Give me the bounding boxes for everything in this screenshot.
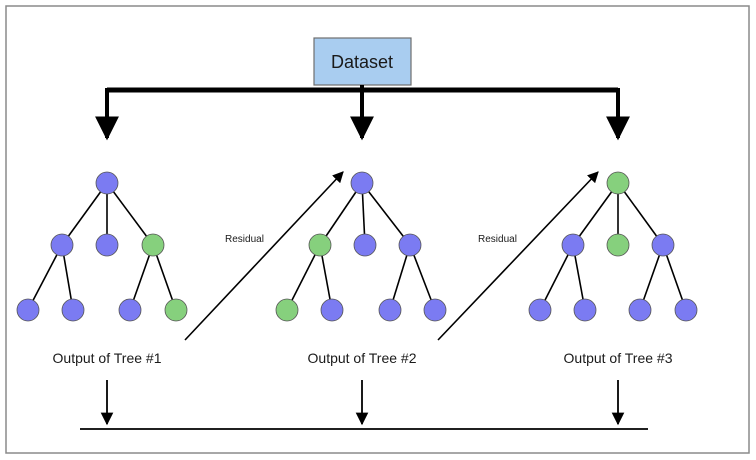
tree-3-node xyxy=(651,233,675,257)
residual-label-2: Residual xyxy=(478,234,517,245)
tree-3-output-label: Output of Tree #3 xyxy=(564,350,673,366)
tree-1-output-label: Output of Tree #1 xyxy=(53,350,162,366)
tree-3-leaf-node xyxy=(628,298,652,322)
tree-1-node xyxy=(95,233,119,257)
tree-2-leaf-node xyxy=(320,298,344,322)
tree-2: Output of Tree #2 xyxy=(275,171,447,366)
tree-2-leaf-node xyxy=(423,298,447,322)
tree-3-node xyxy=(561,233,585,257)
residual-arrow-2 xyxy=(437,171,599,341)
tree-1-node xyxy=(50,233,74,257)
tree-1-leaf-node xyxy=(16,298,40,322)
tree-3: Output of Tree #3 xyxy=(528,171,698,366)
tree-2-output-label: Output of Tree #2 xyxy=(308,350,417,366)
tree-3-leaf-node xyxy=(573,298,597,322)
tree-2-root-node xyxy=(350,171,374,195)
residual-arrows: Residual Residual xyxy=(184,171,599,341)
tree-2-node xyxy=(353,233,377,257)
tree-1-node xyxy=(141,233,165,257)
tree-1: Output of Tree #1 xyxy=(16,171,188,366)
tree-1-leaf-node xyxy=(61,298,85,322)
tree-2-leaf-node xyxy=(275,298,299,322)
tree-3-leaf-node xyxy=(674,298,698,322)
tree-1-leaf-node xyxy=(164,298,188,322)
tree-2-leaf-node xyxy=(378,298,402,322)
tree-3-leaf-node xyxy=(528,298,552,322)
dataset-label: Dataset xyxy=(331,52,393,72)
tree-2-node xyxy=(398,233,422,257)
dataset-distribution-lines xyxy=(95,85,630,141)
tree-2-node xyxy=(308,233,332,257)
dataset-box: Dataset xyxy=(313,37,412,86)
tree-1-leaf-node xyxy=(118,298,142,322)
residual-label-1: Residual xyxy=(225,234,264,245)
tree-3-node xyxy=(606,233,630,257)
residual-arrow-1 xyxy=(184,171,344,341)
output-arrows xyxy=(80,380,648,430)
tree-3-root-node xyxy=(606,171,630,195)
tree-1-root-node xyxy=(95,171,119,195)
